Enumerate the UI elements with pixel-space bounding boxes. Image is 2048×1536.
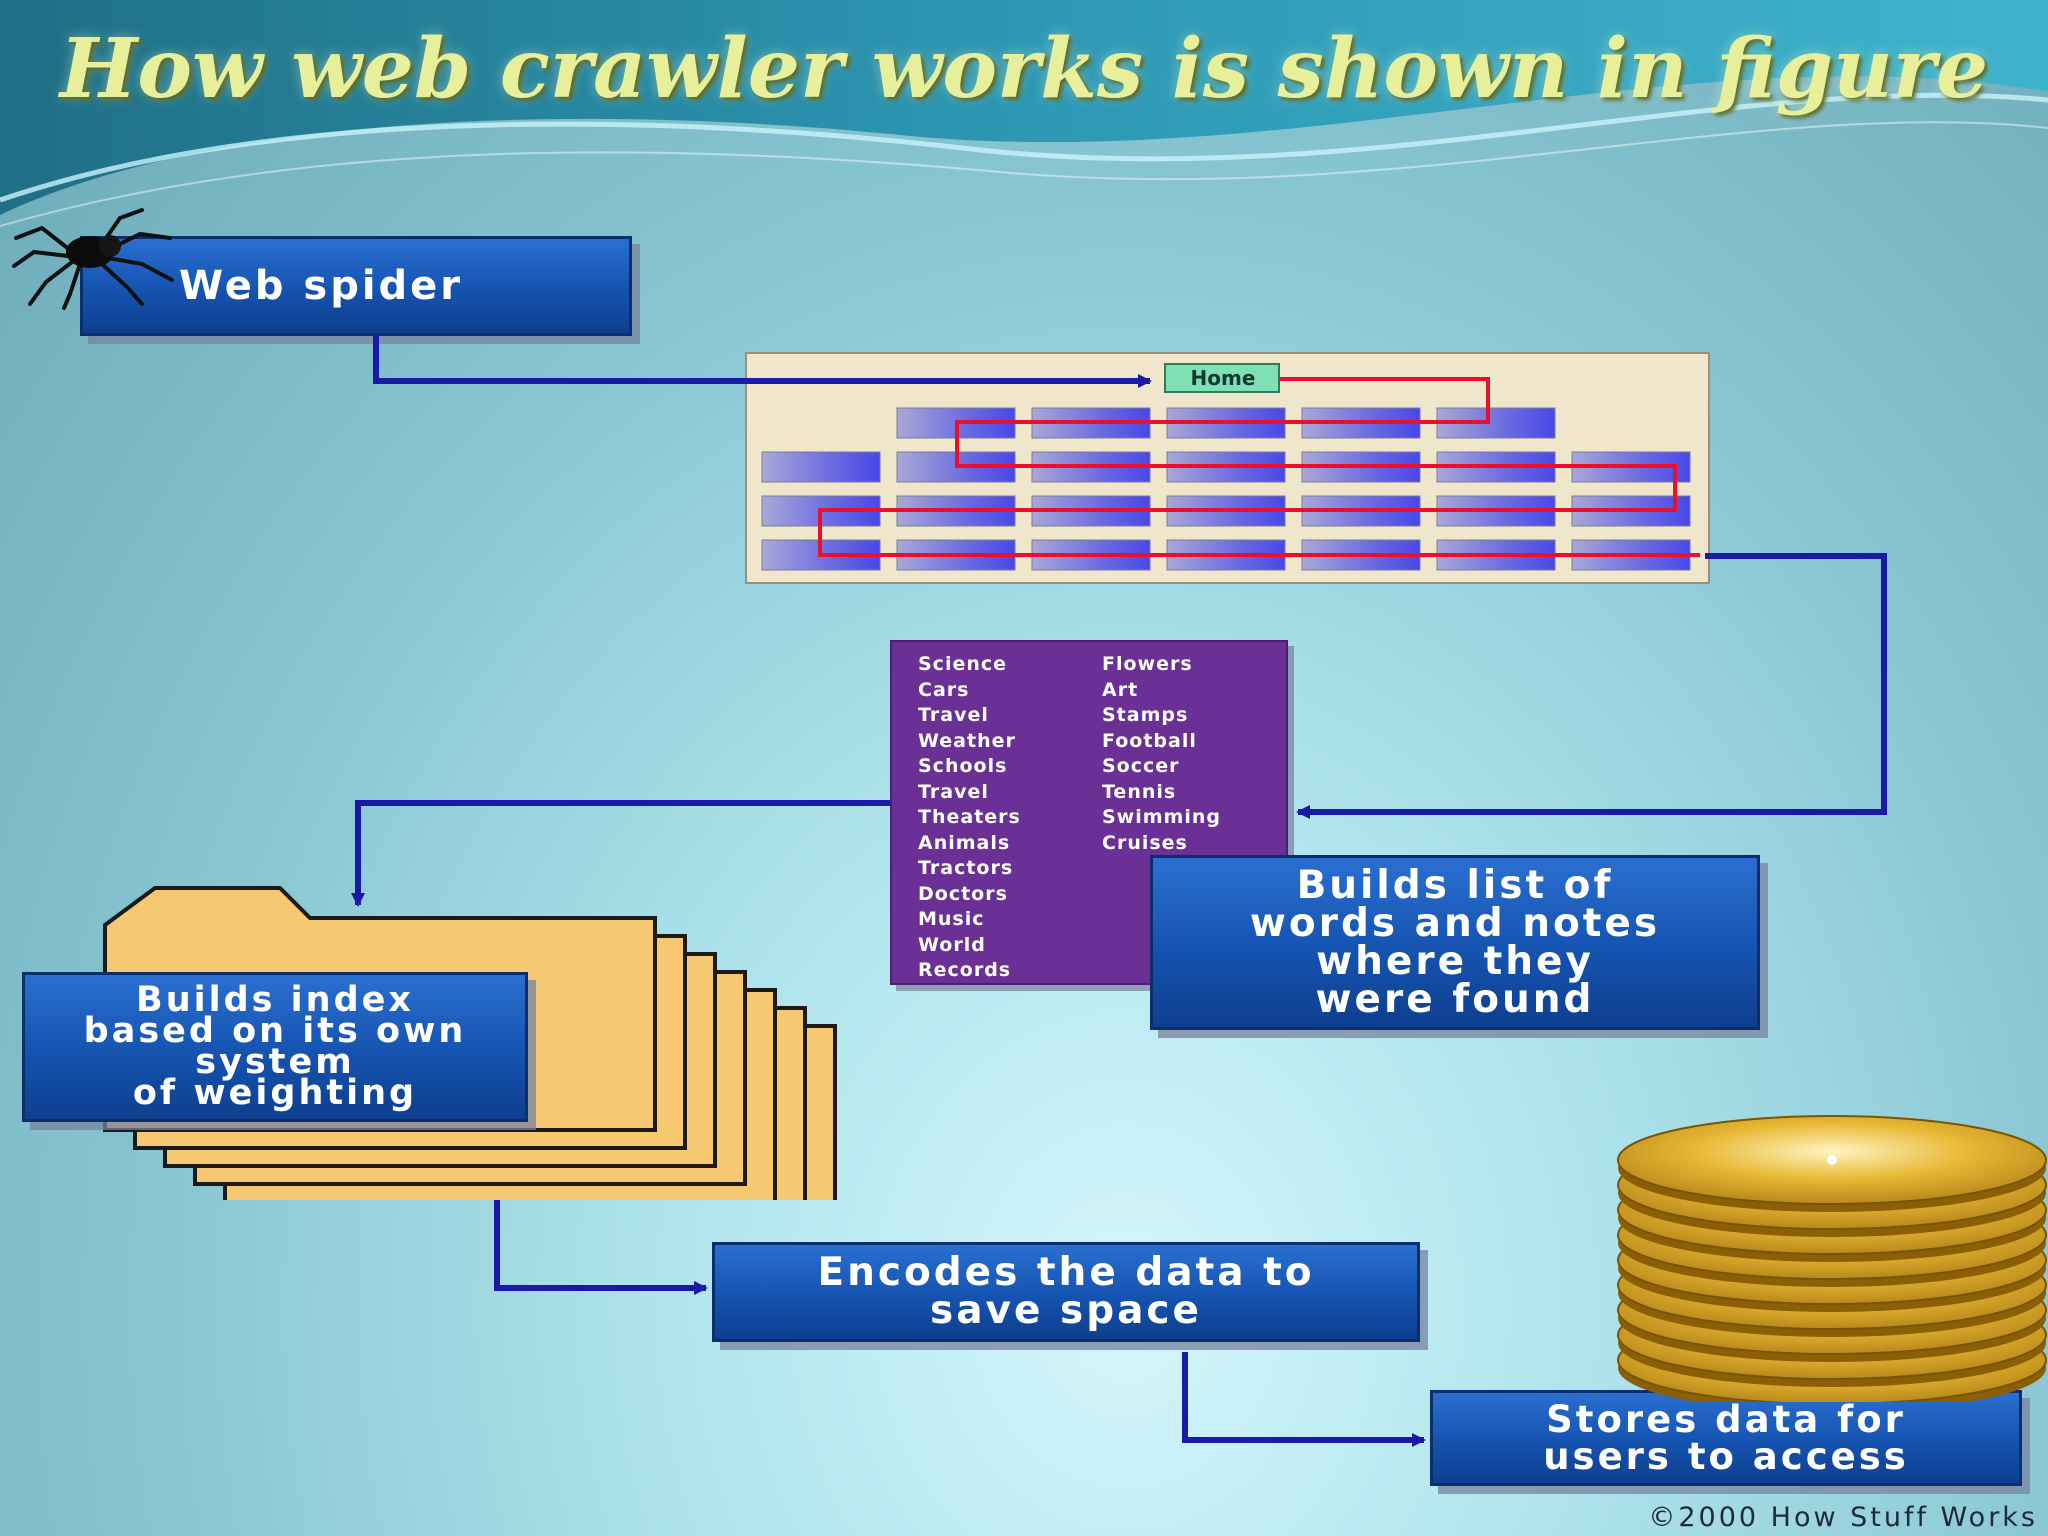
word-item: Travel [918,704,989,726]
word-column-left: Science Cars Travel Weather Schools Trav… [918,652,1102,983]
home-page-label: Home [1190,366,1256,390]
word-item: Weather [918,729,1016,752]
word-column-right: Flowers Art Stamps Football Soccer Tenni… [1102,652,1286,983]
connector-index-to-encode [494,1192,708,1295]
step-build-word-list: Builds list of words and notes where the… [1150,855,1760,1030]
word-item: Animals [918,831,1011,854]
word-item: Cars [918,678,970,701]
word-item: Soccer [1102,755,1180,777]
word-item: Football [1102,729,1197,752]
word-item: Doctors [918,882,1008,905]
word-item: Swimming [1102,806,1221,828]
spider-icon [12,208,174,310]
crawl-path [818,377,1700,557]
connector-words-to-index [351,800,890,907]
connector-sitemap-to-words [1296,553,1887,819]
step-build-index: Builds index based on its own system of … [22,972,528,1122]
step-store-data: Stores data for users to access [1430,1390,2022,1486]
home-page-node [1164,363,1280,393]
word-item: Tennis [1102,780,1177,803]
word-item: Schools [918,755,1008,777]
word-item: Travel [918,780,989,803]
step-encode-data: Encodes the data to save space [712,1242,1420,1342]
word-item: Flowers [1102,653,1193,675]
step-web-spider: Web spider [80,236,632,336]
word-list-panel: Science Cars Travel Weather Schools Trav… [890,640,1288,985]
copyright-notice: ©2000 How Stuff Works [1648,1502,2038,1533]
disk-stack-icon [1617,1115,2047,1402]
word-item: Tractors [918,857,1014,879]
site-map-diagram [745,352,1710,584]
word-item: World [918,933,986,956]
connector-spider-to-home [373,336,1152,388]
word-item: Records [918,959,1012,981]
word-item: Music [918,908,985,930]
disk-spindle [1827,1155,1837,1165]
word-item: Cruises [1102,831,1188,854]
word-item: Theaters [918,806,1021,828]
word-item: Art [1102,678,1139,701]
word-item: Science [918,653,1008,675]
page-node [761,451,881,483]
connector-encode-to-store [1182,1352,1426,1447]
word-item: Stamps [1102,704,1189,726]
slide-title: How web crawler works is shown in figure [59,21,1989,117]
